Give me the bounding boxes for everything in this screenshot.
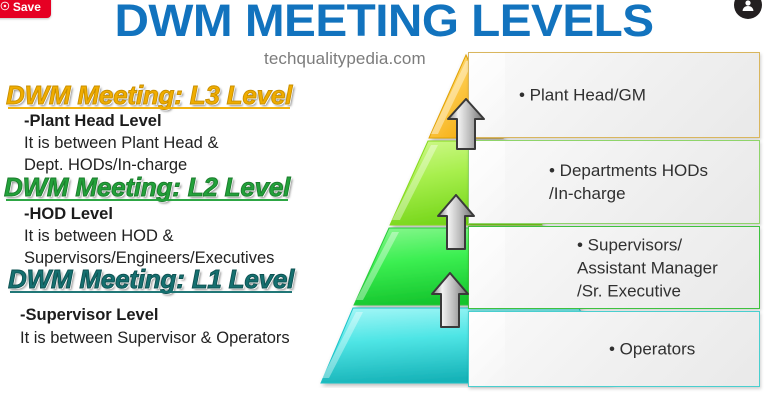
profile-badge-icon[interactable] [734, 0, 762, 19]
pyramid-label-panel-1: • Plant Head/GM [468, 52, 760, 138]
level-body-l2: It is between HOD & Supervisors/Engineer… [24, 227, 275, 267]
escalation-arrow-bottom [430, 272, 470, 328]
pyramid-label-panel-4: • Operators [468, 311, 760, 387]
level-body-l1: It is between Supervisor & Operators [20, 329, 290, 347]
level-heading-l1: DWM Meeting: L1 Level [8, 264, 295, 295]
level-subtitle-l2: -HOD Level [24, 205, 113, 223]
pyramid-highlights [322, 61, 473, 378]
level-heading-l2: DWM Meeting: L2 Level [4, 172, 291, 203]
pyramid-label-3: • Supervisors/ Assistant Manager /Sr. Ex… [577, 235, 718, 300]
escalation-arrow-middle [436, 194, 476, 250]
level-subtitle-l1: -Supervisor Level [20, 306, 159, 324]
page-title: DWM MEETING LEVELS [114, 0, 654, 46]
level-heading-l3: DWM Meeting: L3 Level [6, 80, 293, 111]
panel-bevel-4 [469, 312, 505, 386]
pyramid-label-panel-2: • Departments HODs /In-charge [468, 140, 760, 224]
pinterest-save-label: Save [12, 0, 41, 14]
pyramid-label-1: • Plant Head/GM [519, 85, 646, 105]
pyramid-label-panel-3: • Supervisors/ Assistant Manager /Sr. Ex… [468, 226, 760, 309]
pyramid-label-4: • Operators [609, 339, 696, 359]
pinterest-icon: ☉ [0, 0, 10, 13]
pyramid-label-2: • Departments HODs /In-charge [549, 161, 708, 203]
pinterest-save-button[interactable]: ☉ Save [0, 0, 51, 18]
levels-description-column: DWM Meeting: L3 Level -Plant Head Level … [0, 0, 340, 407]
watermark-text: techqualitypedia.com [264, 49, 426, 68]
escalation-arrow-top [446, 98, 486, 150]
level-body-l3: It is between Plant Head & Dept. HODs/In… [24, 134, 219, 174]
level-subtitle-l3: -Plant Head Level [24, 112, 162, 130]
